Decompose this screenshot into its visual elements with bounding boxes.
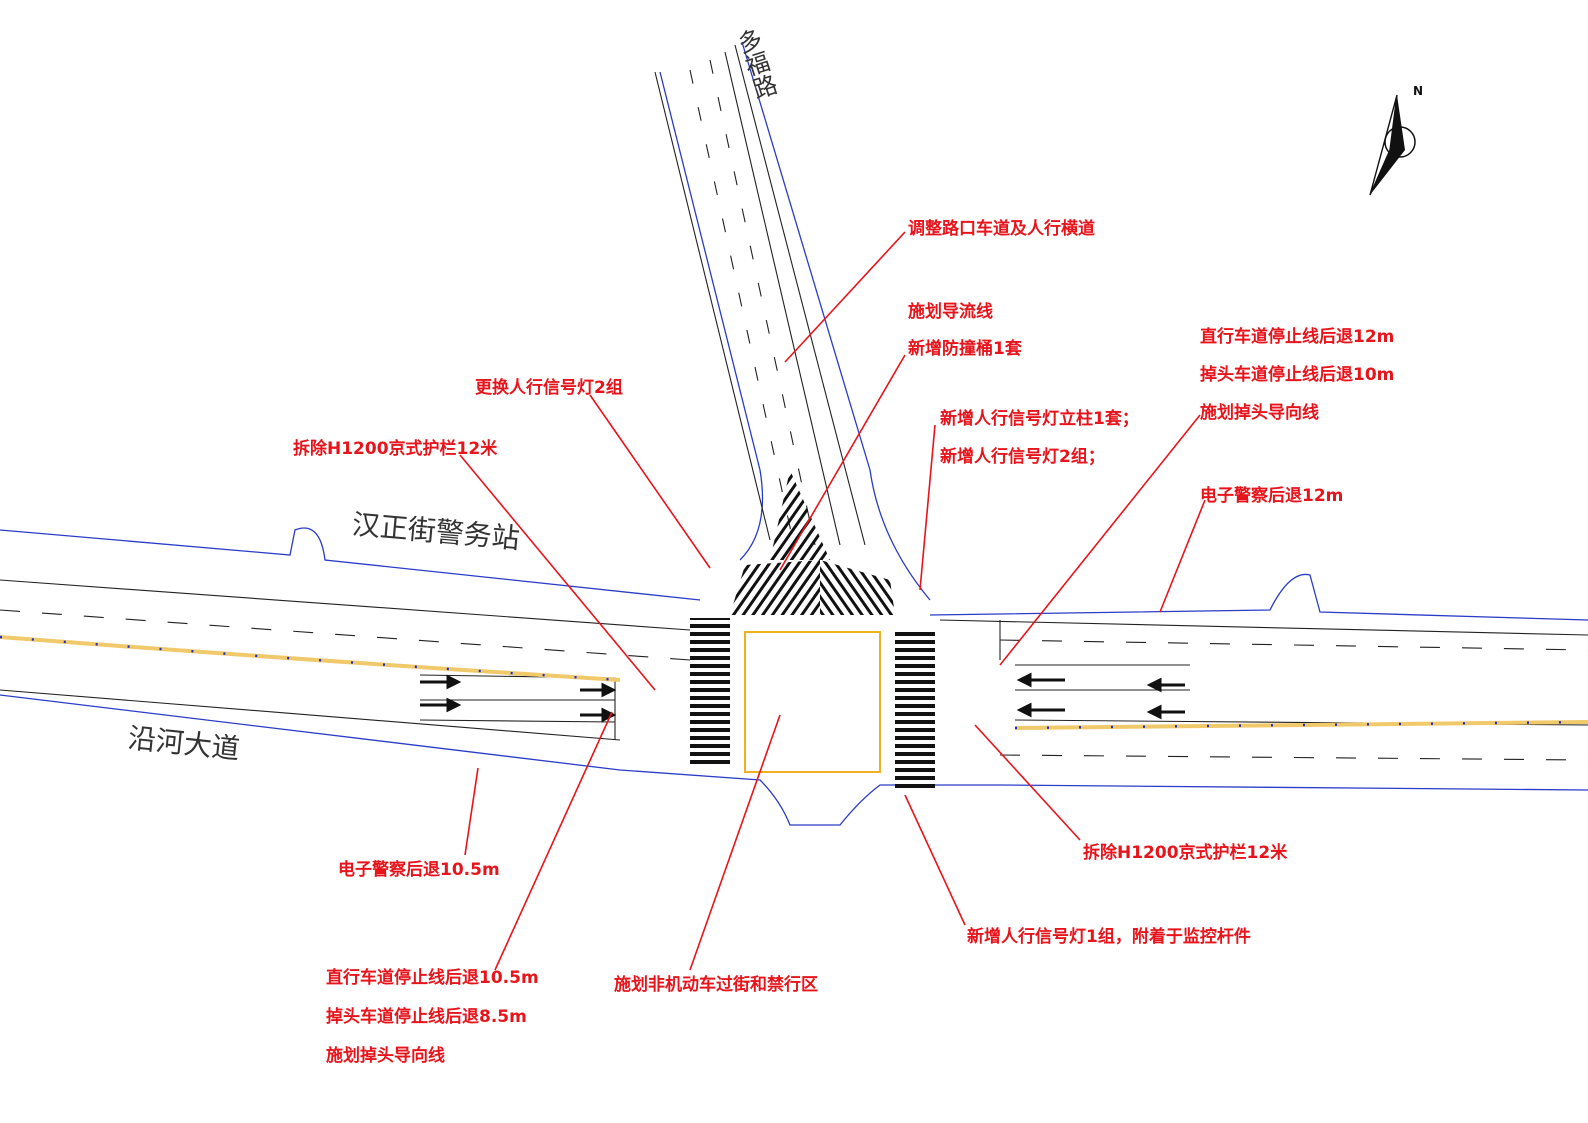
ann-new-barrier: 新增防撞桶1套 [908, 339, 1022, 359]
non-motor-box [744, 631, 881, 773]
ann-east-uturn: 掉头车道停止线后退10m [1200, 365, 1395, 385]
ann-west-police: 电子警察后退10.5m [338, 860, 500, 880]
ann-new-ped-signal-2: 新增人行信号灯2组； [940, 447, 1105, 467]
channel-triangle [770, 470, 830, 560]
north-lanes [654, 44, 866, 551]
ann-remove-rail-west: 拆除H1200京式护栏12米 [293, 439, 498, 459]
ann-replace-ped-signal: 更换人行信号灯2组 [475, 378, 623, 398]
ann-new-ped-pole: 新增人行信号灯立柱1套； [940, 409, 1139, 429]
ann-adjust-lanes: 调整路口车道及人行横道 [908, 219, 1095, 239]
compass-icon [1369, 94, 1416, 196]
ann-non-motor: 施划非机动车过街和禁行区 [614, 975, 818, 995]
crosswalk-west [690, 618, 730, 768]
ann-east-straight: 直行车道停止线后退12m [1200, 327, 1395, 347]
leader-lines [459, 231, 1206, 971]
road-edges [0, 41, 1588, 826]
crosswalk-east [895, 628, 935, 788]
ann-west-straight: 直行车道停止线后退10.5m [326, 968, 539, 988]
ann-east-uturn-guide: 施划掉头导向线 [1200, 403, 1319, 423]
ann-west-uturn: 掉头车道停止线后退8.5m [326, 1007, 527, 1027]
east-arrows [1016, 672, 1185, 720]
ann-remove-rail-east: 拆除H1200京式护栏12米 [1083, 843, 1288, 863]
compass-north-label: N [1413, 84, 1424, 98]
ann-new-ped-signal-monitor: 新增人行信号灯1组，附着于监控杆件 [967, 927, 1251, 947]
medians [0, 635, 1588, 730]
ann-east-police: 电子警察后退12m [1200, 486, 1344, 506]
crosswalk-north [730, 560, 895, 615]
west-arrows [420, 674, 617, 723]
ann-west-uturn-guide: 施划掉头导向线 [326, 1046, 445, 1066]
ann-guide-line: 施划导流线 [908, 302, 993, 322]
